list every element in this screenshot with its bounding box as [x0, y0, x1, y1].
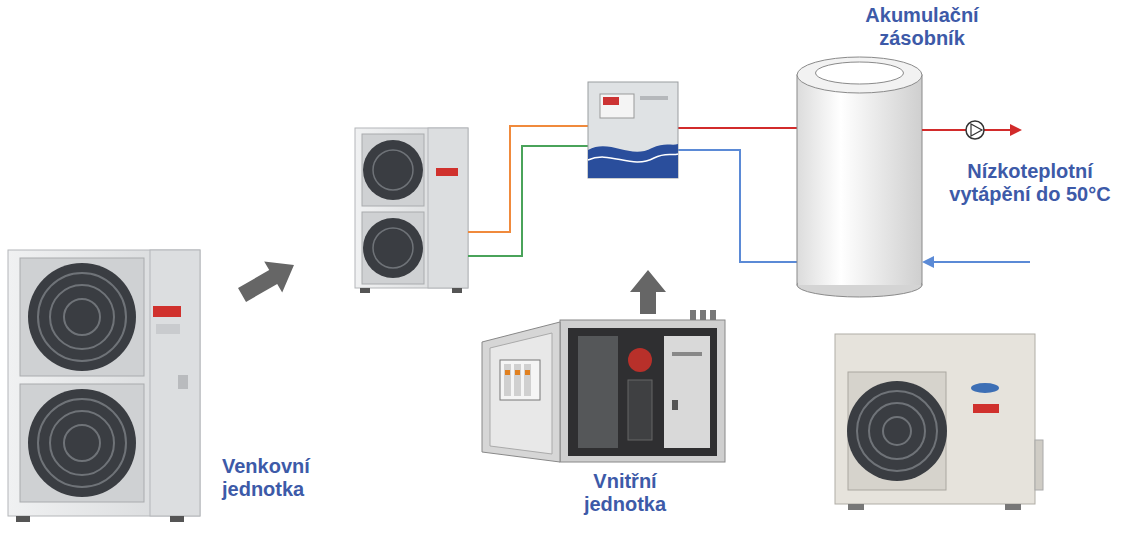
indoor-cabinet — [482, 310, 725, 462]
outdoor-unit-large — [28, 389, 136, 497]
outdoor-unit-compact — [973, 404, 999, 413]
heating-return-pipe — [932, 261, 1030, 263]
storage-tank — [816, 62, 904, 84]
flow-arrow — [233, 249, 303, 310]
outdoor-unit-small — [428, 128, 468, 288]
control-box — [600, 94, 634, 118]
indoor-cabinet — [524, 364, 531, 396]
indoor-cabinet — [504, 364, 511, 396]
pump-symbol — [966, 121, 984, 139]
outdoor-unit-compact — [857, 391, 937, 471]
outdoor-unit-compact — [883, 417, 911, 445]
heating-note: Nízkoteplotní vytápění do 50°C — [948, 160, 1112, 206]
note-text: Nízkoteplotní vytápění do 50°C — [948, 160, 1112, 206]
indoor-cabinet — [578, 336, 618, 448]
outdoor-unit-small — [452, 288, 462, 293]
outdoor-unit-large — [153, 306, 181, 317]
outdoor-unit-label: Venkovní jednotka — [222, 455, 338, 501]
outdoor-unit-large — [8, 250, 200, 516]
return-water-pipe — [678, 150, 797, 262]
unit-label: Venkovní jednotka — [222, 455, 338, 501]
indoor-cabinet — [515, 370, 520, 375]
flow-arrow — [233, 249, 303, 310]
storage-tank — [797, 57, 922, 297]
indoor-cabinet — [490, 333, 552, 454]
storage-tank — [798, 270, 921, 285]
indoor-cabinet — [710, 310, 716, 320]
tank-heading: Akumulační zásobník — [850, 4, 994, 50]
indoor-cabinet — [500, 360, 540, 400]
outdoor-unit-small — [355, 128, 468, 288]
indoor-cabinet — [514, 364, 521, 396]
outdoor-unit-small — [363, 218, 423, 278]
outdoor-unit-compact — [848, 504, 864, 510]
indoor-cabinet — [560, 320, 725, 462]
outdoor-unit-small — [360, 288, 370, 293]
hot-water-pipe — [678, 127, 797, 129]
outdoor-unit-compact — [847, 381, 947, 481]
outdoor-unit-large — [156, 324, 180, 334]
indoor-cabinet — [672, 400, 678, 410]
indoor-cabinet — [525, 370, 530, 375]
outdoor-unit-large — [38, 399, 126, 487]
storage-tank — [797, 75, 922, 285]
indoor-cabinet — [628, 380, 652, 440]
flow-arrow — [630, 270, 666, 314]
outdoor-unit-large — [50, 285, 114, 349]
outdoor-unit-small — [355, 128, 468, 293]
outdoor-unit-compact — [869, 403, 925, 459]
indoor-cabinet — [664, 336, 710, 448]
unit-label: Akumulační zásobník — [850, 4, 994, 50]
outdoor-unit-small — [373, 228, 413, 268]
indoor-cabinet — [505, 370, 510, 375]
control-box — [588, 82, 678, 178]
outdoor-unit-small — [362, 212, 424, 284]
outdoor-unit-large — [170, 516, 184, 522]
outdoor-unit-large — [20, 258, 144, 376]
outdoor-unit-small — [363, 140, 423, 200]
outdoor-unit-compact — [1035, 440, 1043, 490]
outdoor-unit-compact — [848, 372, 946, 490]
indoor-cabinet — [690, 310, 696, 320]
indoor-cabinet — [568, 328, 717, 456]
control-box — [588, 144, 678, 178]
control-box — [588, 82, 678, 178]
refrigerant-pipe — [468, 126, 588, 232]
arrowhead — [922, 256, 934, 268]
outdoor-unit-large — [8, 250, 200, 522]
storage-tank — [797, 57, 922, 93]
outdoor-unit-compact — [835, 334, 1035, 504]
outdoor-unit-large — [16, 516, 30, 522]
unit-label: Vnitřní jednotka — [567, 470, 683, 516]
indoor-cabinet — [700, 310, 706, 320]
outdoor-unit-large — [150, 250, 200, 516]
outdoor-unit-compact — [1005, 504, 1021, 510]
outdoor-unit-compact — [835, 334, 1043, 510]
arrowhead — [1010, 124, 1022, 136]
indoor-cabinet — [482, 322, 560, 462]
refrigerant-pipe — [468, 146, 588, 256]
outdoor-unit-compact — [971, 383, 999, 393]
outdoor-unit-large — [50, 411, 114, 475]
pump-symbol — [971, 124, 982, 136]
indoor-unit-label: Vnitřní jednotka — [567, 470, 683, 516]
outdoor-unit-large — [38, 273, 126, 361]
outdoor-unit-large — [28, 263, 136, 371]
control-box — [588, 154, 678, 162]
outdoor-unit-large — [64, 299, 100, 335]
indoor-cabinet — [628, 348, 652, 372]
control-box — [640, 96, 668, 100]
outdoor-unit-large — [178, 375, 188, 389]
outdoor-unit-large — [20, 384, 144, 502]
outdoor-unit-small — [362, 134, 424, 206]
outdoor-unit-large — [64, 425, 100, 461]
control-box — [603, 97, 619, 105]
outdoor-unit-small — [373, 150, 413, 190]
outdoor-unit-small — [436, 168, 458, 176]
indoor-cabinet — [672, 352, 702, 356]
